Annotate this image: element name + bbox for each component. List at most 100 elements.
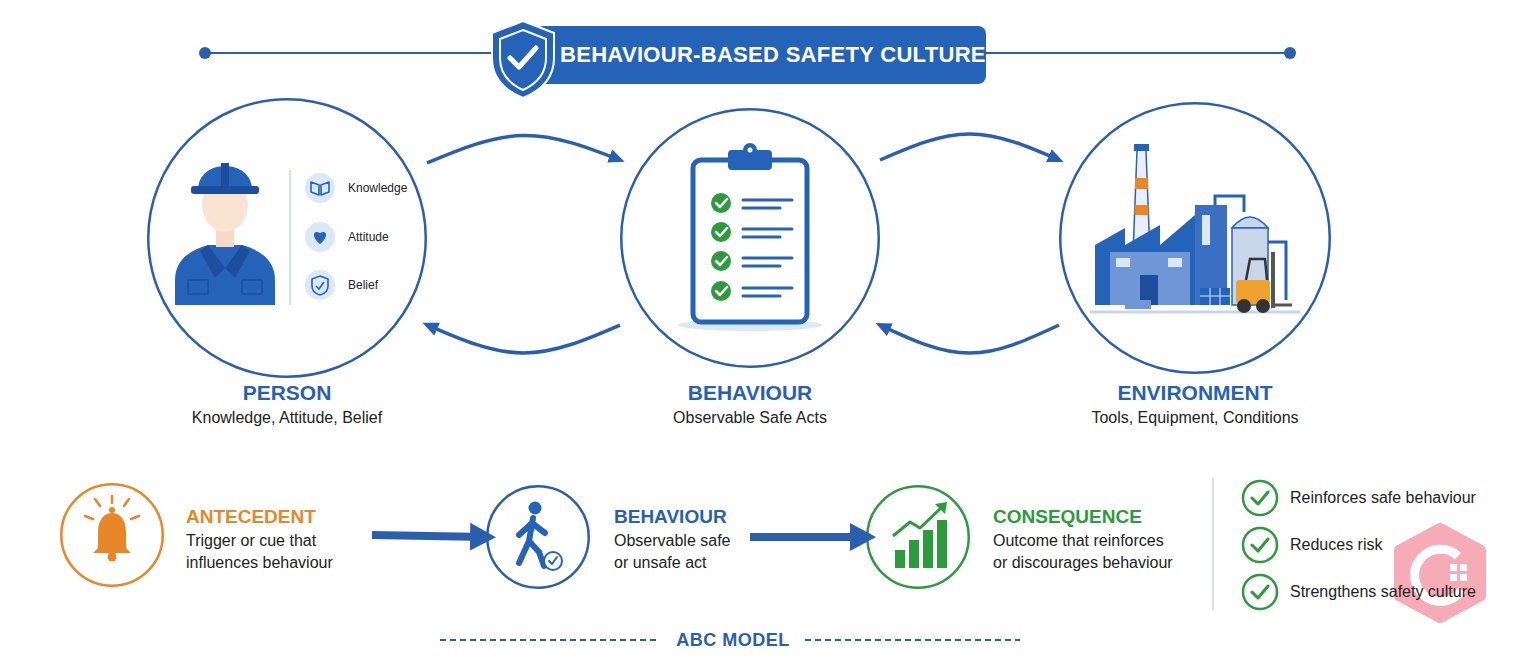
- shield-icon: [510, 48, 536, 67]
- circle-outline: [1060, 103, 1330, 373]
- circle-outline: [867, 486, 969, 588]
- factory-illustration: [1110, 252, 1190, 305]
- check-icon: [1243, 481, 1277, 515]
- dashed-rule: [440, 639, 660, 641]
- factory-illustration: [1135, 205, 1149, 215]
- node-heading: PERSON: [87, 380, 487, 406]
- attribute-icon: [305, 173, 335, 300]
- clipboard-illustration: [711, 281, 731, 301]
- divider-line: [289, 170, 291, 305]
- factory-illustration: [1116, 258, 1130, 267]
- factory-illustration: [1090, 311, 1300, 314]
- bell-icon: [109, 507, 115, 513]
- benefit-label: Strengthens safety culture: [1290, 581, 1476, 603]
- growth-chart-icon: [923, 530, 933, 568]
- clipboard-illustration: [716, 199, 727, 295]
- attribute-icon: [314, 232, 326, 244]
- consequence-step: CONSEQUENCEOutcome that reinforces or di…: [866, 485, 1196, 589]
- check-icon: [1243, 575, 1277, 609]
- growth-chart-icon: [937, 520, 947, 568]
- step-description: Observable safe or unsafe act: [614, 530, 744, 574]
- person-circle: PERSONKnowledge, Attitude, BeliefKnowled…: [147, 98, 427, 378]
- clipboard-illustration: [743, 200, 792, 296]
- shield-icon: [492, 21, 554, 98]
- step-description: Trigger or cue that influences behaviour: [186, 530, 361, 574]
- step-heading: ANTECEDENT: [186, 505, 366, 529]
- worker-figure: [221, 163, 229, 189]
- clipboard-illustration: [748, 148, 753, 153]
- step-heading: BEHAVIOUR: [614, 505, 750, 529]
- title-rule: [1284, 47, 1296, 59]
- behaviour-circle: BEHAVIOURObservable Safe Acts: [620, 108, 880, 368]
- dashed-rule: [805, 639, 1020, 641]
- factory-illustration: [1256, 299, 1270, 313]
- factory-illustration: [1202, 215, 1210, 245]
- growth-chart-icon: [893, 502, 947, 568]
- watermark-logo: [1460, 574, 1467, 581]
- bell-icon: [85, 496, 139, 519]
- factory-illustration: [1271, 252, 1275, 308]
- clipboard-illustration: [693, 160, 807, 322]
- attribute-icon: [312, 276, 328, 295]
- worker-figure: [200, 245, 225, 278]
- walking-person-icon: [549, 557, 557, 564]
- attribute-icon: [305, 270, 335, 300]
- circle-outline: [621, 109, 879, 367]
- antecedent-step: ANTECEDENTTrigger or cue that influences…: [60, 483, 372, 587]
- step-heading: CONSEQUENCE: [993, 505, 1193, 529]
- walking-person-icon: [544, 552, 562, 570]
- factory-illustration: [1215, 196, 1244, 212]
- bell-icon: [108, 553, 117, 562]
- step-description: Outcome that reinforces or discourages b…: [993, 530, 1178, 574]
- worker-figure: [225, 245, 250, 278]
- node-description: Knowledge, Attitude, Belief: [87, 408, 487, 428]
- bell-icon: [85, 496, 139, 562]
- factory-illustration: [1095, 215, 1195, 305]
- watermark-logo: [1450, 564, 1457, 571]
- cycle-arrow: [880, 325, 1059, 353]
- walking-person-icon: [529, 502, 542, 515]
- factory-illustration: [1246, 259, 1267, 280]
- growth-chart-icon: [935, 502, 947, 514]
- circle-outline: [61, 484, 163, 586]
- factory-illustration: [1168, 258, 1182, 267]
- circle-outline: [1059, 102, 1331, 374]
- benefit-label: Reinforces safe behaviour: [1290, 487, 1476, 509]
- watermark-logo: [1399, 528, 1481, 618]
- clipboard-illustration: [743, 143, 757, 157]
- title-banner: [535, 26, 986, 84]
- factory-illustration: [1232, 217, 1268, 228]
- factory-illustration: [1237, 299, 1251, 313]
- watermark-logo: [1399, 528, 1481, 618]
- watermark-logo: [1460, 564, 1467, 571]
- attribute-icon: [316, 282, 324, 289]
- attribute-label: Knowledge: [348, 180, 438, 196]
- section-heading: ABC MODEL: [623, 629, 843, 651]
- check-icon: [1243, 481, 1277, 609]
- cycle-arrow: [427, 135, 620, 162]
- shield-icon: [500, 30, 546, 90]
- attribute-icon: [305, 222, 335, 252]
- factory-illustration: [1268, 242, 1286, 300]
- worker-figure: [188, 280, 208, 294]
- factory-illustration: [1125, 300, 1151, 309]
- node-heading: ENVIRONMENT: [990, 380, 1400, 406]
- node-description: Tools, Equipment, Conditions: [990, 408, 1400, 428]
- factory-illustration: [1200, 288, 1230, 305]
- attribute-icon: [311, 182, 329, 195]
- clipboard-illustration: [711, 222, 731, 242]
- title-banner: [535, 26, 986, 84]
- title-rule: [199, 47, 211, 59]
- growth-chart-icon: [893, 508, 941, 536]
- attribute-label: Attitude: [348, 229, 438, 245]
- factory-illustration: [1275, 304, 1292, 307]
- cycle-arrow: [880, 134, 1059, 160]
- check-icon: [1252, 492, 1268, 598]
- worker-figure: [191, 186, 259, 194]
- node-description: Observable Safe Acts: [550, 408, 950, 428]
- shield-icon: [492, 21, 554, 98]
- worker-figure: [175, 245, 275, 305]
